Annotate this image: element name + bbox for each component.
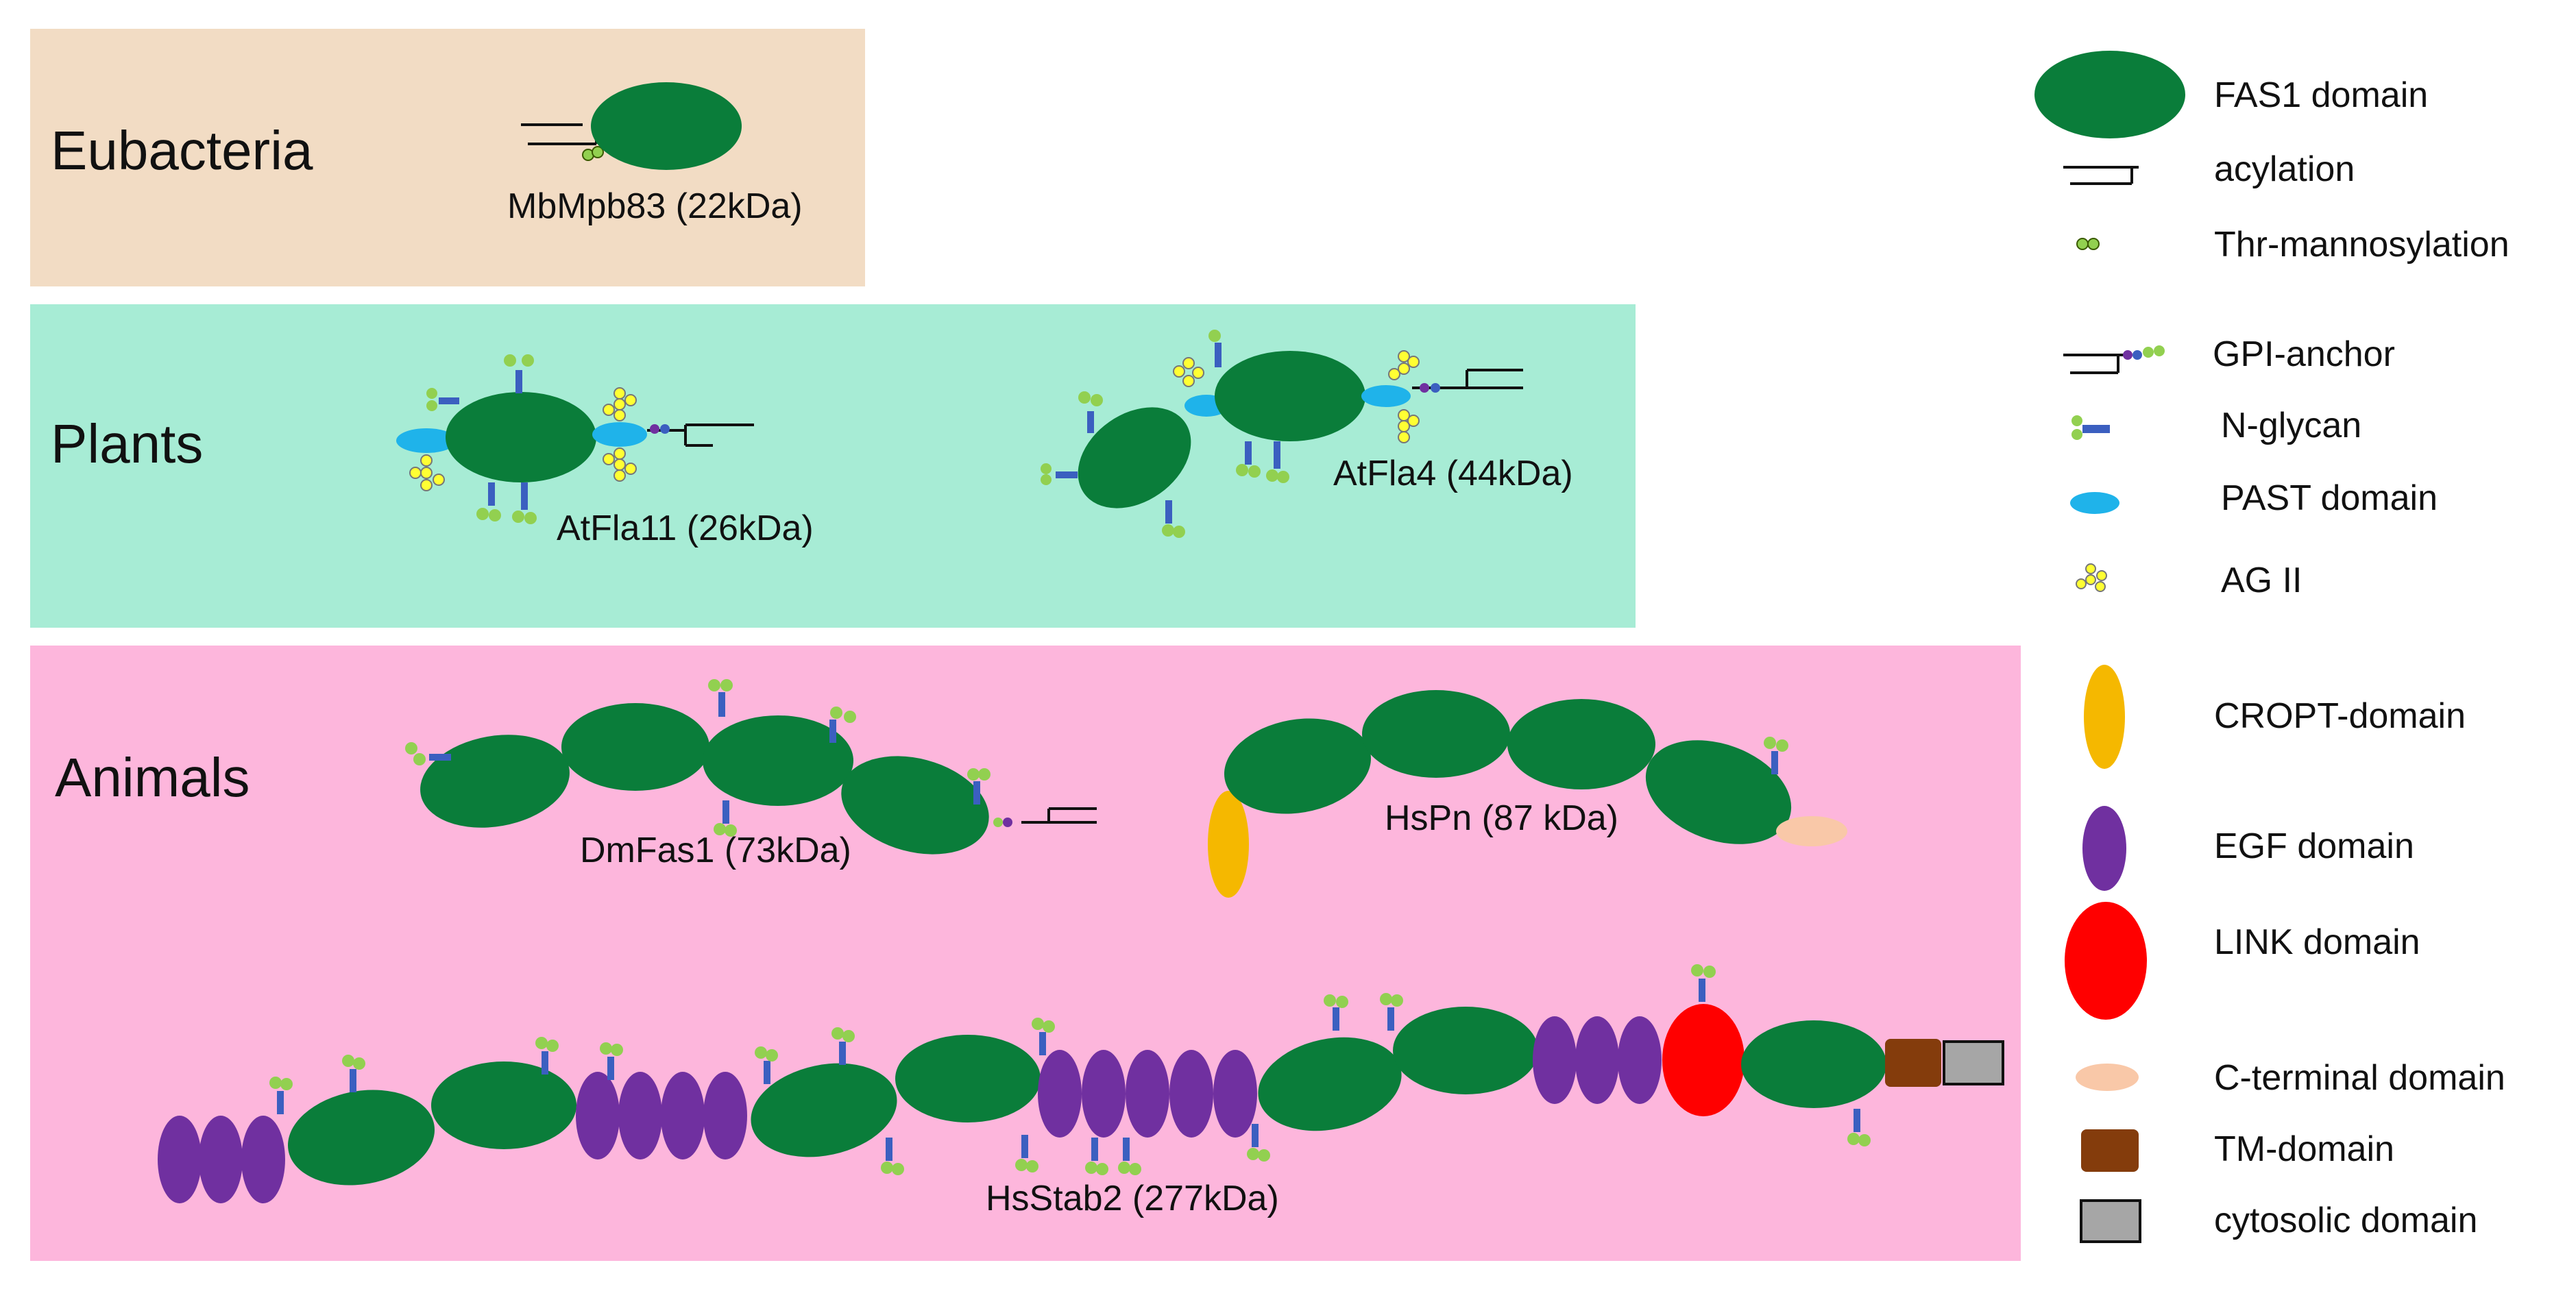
fas1-domain (287, 1090, 435, 1186)
egf-domain-group (1038, 1050, 1257, 1138)
ag-ii-chain (1173, 350, 1420, 443)
past-domain (592, 422, 647, 447)
legend-label-tm: TM-domain (2214, 1129, 2394, 1169)
legend-label-ag-ii: AG II (2221, 561, 2302, 600)
legend-label-gpi-anchor: GPI-anchor (2213, 334, 2395, 374)
gpi-anchor-stem (1021, 807, 1097, 824)
hspn-protein (1208, 690, 1847, 898)
c-terminal-domain (1776, 816, 1847, 846)
atfla11-protein (396, 354, 754, 524)
link-domain-icon (2065, 902, 2147, 1020)
fas1-domain (591, 82, 742, 170)
fas1-domain (1078, 407, 1191, 508)
legend-label-n-glycan: N-glycan (2221, 406, 2361, 445)
cropt-domain (1208, 791, 1249, 898)
n-glycan-icon (269, 964, 1871, 1175)
animals-title: Animals (55, 747, 250, 808)
gpi-anchor-icon (2063, 345, 2165, 374)
egf-domain-group (576, 1072, 747, 1159)
hsstab2-label: HsStab2 (277kDa) (986, 1179, 1279, 1218)
mbmpb83-protein (521, 82, 742, 170)
fas1-domain (1393, 1007, 1538, 1094)
legend-label-cropt: CROPT-domain (2214, 696, 2466, 736)
cropt-domain-icon (2084, 665, 2125, 769)
atfla11-label: AtFla11 (26kDa) (557, 508, 814, 548)
cytosolic-domain (1943, 1040, 2004, 1085)
cytosolic-domain-icon (2080, 1199, 2141, 1243)
fas1-domain (446, 392, 596, 482)
acylation-icon (2063, 166, 2139, 185)
fas1-domain (431, 1061, 576, 1149)
past-domain (396, 428, 457, 453)
fas1-domain (420, 735, 570, 828)
legend-label-c-terminal: C-terminal domain (2214, 1058, 2505, 1098)
eubacteria-title: Eubacteria (51, 120, 313, 181)
egf-domain-group (158, 1116, 285, 1203)
fas1-domain (1224, 718, 1372, 814)
ag-ii-icon (2076, 563, 2107, 592)
fas1-domain (1507, 699, 1655, 789)
plants-panel (30, 304, 1636, 628)
acylation-icon (521, 123, 637, 145)
legend-label-cytosolic: cytosolic domain (2214, 1201, 2477, 1240)
thr-mannosylation-icon (582, 146, 604, 161)
atfla4-protein (1041, 330, 1523, 538)
fas1-domain-icon (2034, 51, 2185, 138)
legend-label-thr-mannosylation: Thr-mannosylation (2214, 225, 2510, 265)
n-glycan-icon (405, 679, 991, 837)
mbmpb83-label: MbMpb83 (22kDa) (507, 186, 803, 226)
egf-domain-icon (2082, 806, 2126, 891)
legend-label-link: LINK domain (2214, 922, 2420, 962)
fas1-domain (841, 756, 989, 855)
fas1-domain (751, 1063, 897, 1157)
n-glycan-icon (2071, 415, 2110, 440)
legend-label-past: PAST domain (2221, 478, 2438, 518)
fas1-domain (1362, 690, 1510, 778)
dmfas1-protein (405, 679, 1097, 855)
fas1-domain (1258, 1037, 1402, 1131)
egf-domain-group (1533, 1016, 1662, 1104)
n-glycan-icon (1764, 737, 1788, 774)
fas1-domain (703, 715, 853, 806)
legend: FAS1 domain acylation Thr-mannosylation … (2034, 51, 2510, 1243)
fas1-domain (1741, 1020, 1886, 1108)
hsstab2-protein (158, 964, 2004, 1203)
hspn-label: HsPn (87 kDa) (1385, 798, 1618, 838)
eubacteria-panel (30, 29, 865, 286)
past-domain (1361, 385, 1411, 407)
n-glycan-icon (426, 354, 537, 524)
legend-label-fas1: FAS1 domain (2214, 75, 2428, 115)
thr-mannosylation-icon (2076, 238, 2100, 250)
link-domain (1662, 1004, 1745, 1116)
fas1-domain (561, 703, 709, 791)
tm-domain (1885, 1039, 1941, 1087)
n-glycan-icon (1041, 330, 1289, 538)
fas1-domain (895, 1035, 1041, 1122)
plants-title: Plants (51, 413, 203, 474)
ag-ii-chain (409, 387, 637, 491)
dmfas1-label: DmFas1 (73kDa) (580, 831, 851, 870)
tm-domain-icon (2081, 1129, 2139, 1172)
fas1-domain (1215, 351, 1365, 441)
legend-label-acylation: acylation (2214, 149, 2355, 189)
legend-label-egf: EGF domain (2214, 826, 2414, 866)
atfla4-label: AtFla4 (44kDa) (1333, 454, 1573, 493)
fas1-domain (1645, 740, 1792, 844)
c-terminal-domain-icon (2076, 1064, 2139, 1091)
past-domain-icon (2070, 492, 2119, 514)
